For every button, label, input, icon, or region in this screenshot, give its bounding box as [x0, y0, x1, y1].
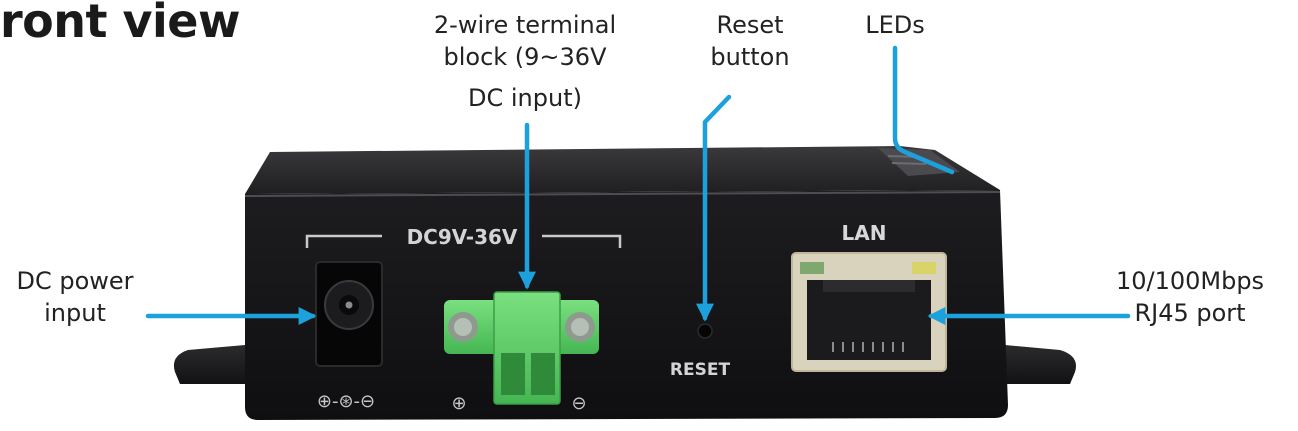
dc-polarity-symbol: ⊕-⊛-⊖	[317, 391, 375, 412]
terminal-callout-line-1: 2-wire terminal	[433, 11, 617, 39]
device-top-surface	[245, 146, 1000, 194]
reset-callout-line-2: button	[710, 42, 790, 71]
rj45-callout: 10/100Mbps RJ45 port	[1090, 266, 1290, 329]
voltage-label: DC9V-36V	[407, 225, 518, 249]
leds-callout-line-1: LEDs	[865, 11, 925, 39]
lan-label: LAN	[842, 221, 887, 245]
dc-power-callout: DC power input	[0, 266, 150, 329]
reset-callout-line-1: Reset	[716, 11, 784, 39]
reset-label: RESET	[670, 360, 731, 380]
rj45-port	[791, 252, 947, 372]
rj45-callout-line-2: RJ45 port	[1134, 298, 1246, 327]
reset-button-callout: Reset button	[680, 10, 820, 73]
rj45-callout-line-1: 10/100Mbps	[1115, 267, 1265, 295]
left-mounting-flange	[173, 345, 245, 384]
right-mounting-flange	[1005, 345, 1076, 384]
terminal-negative-symbol: ⊖	[571, 393, 586, 414]
arrow-leds	[892, 45, 955, 175]
voltage-bracket	[305, 234, 622, 248]
dc-power-callout-line-1: DC power	[16, 267, 134, 295]
diagram-title: ront view	[0, 0, 241, 48]
terminal-callout-line-3: DC input)	[468, 84, 582, 113]
terminal-positive-symbol: ⊕	[451, 393, 466, 414]
dc-power-callout-line-2: input	[44, 298, 106, 327]
terminal-block-callout: 2-wire terminal block (9~36V DC input)	[400, 10, 650, 115]
terminal-callout-line-2: block (9~36V	[443, 42, 607, 71]
reset-pinhole	[697, 323, 713, 339]
leds-callout: LEDs	[830, 10, 960, 42]
arrow-reset-button	[696, 94, 732, 322]
terminal-block	[444, 291, 599, 405]
